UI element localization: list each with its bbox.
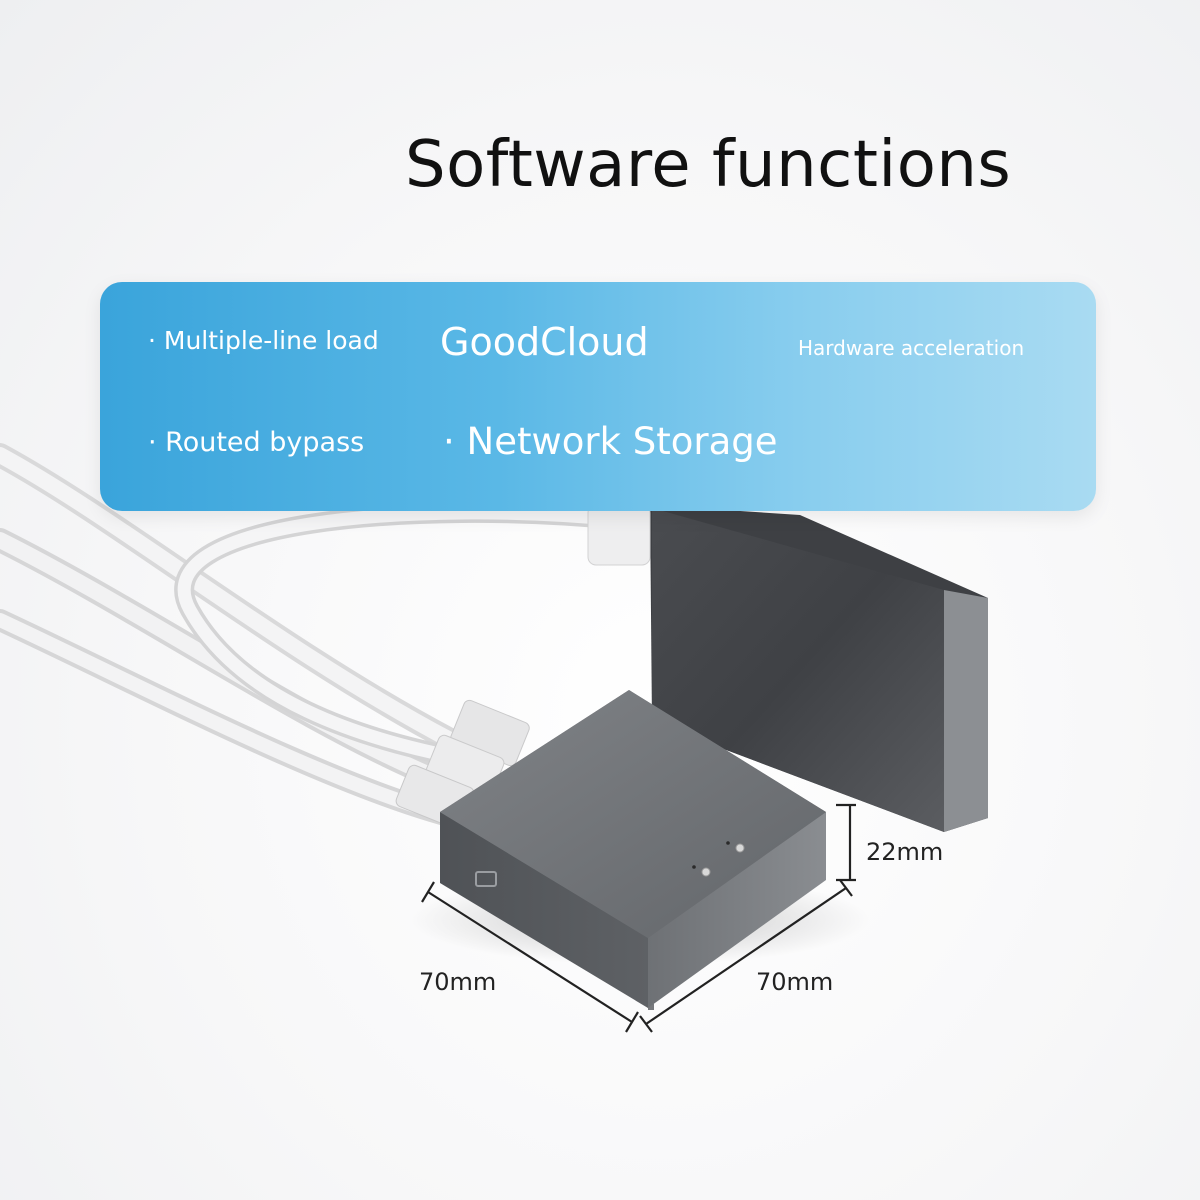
router-device — [440, 690, 826, 1010]
feature-network-storage: · Network Storage — [443, 420, 778, 463]
ethernet-cables — [0, 443, 630, 826]
feature-panel: · Multiple-line load GoodCloud Hardware … — [100, 282, 1096, 511]
feature-routed-bypass: · Routed bypass — [148, 427, 365, 458]
width-dimension-label-left: 70mm — [419, 968, 497, 996]
height-dimension-label: 22mm — [866, 838, 944, 866]
feature-goodcloud: GoodCloud — [440, 320, 649, 364]
external-hard-drive — [587, 504, 988, 832]
width-dimension-label-right: 70mm — [756, 968, 834, 996]
page-title: Software functions — [405, 128, 1012, 202]
dimension-lines — [421, 803, 856, 1033]
feature-hardware-acceleration: Hardware acceleration — [798, 336, 1025, 360]
feature-multiple-line-load: · Multiple-line load — [148, 326, 379, 355]
